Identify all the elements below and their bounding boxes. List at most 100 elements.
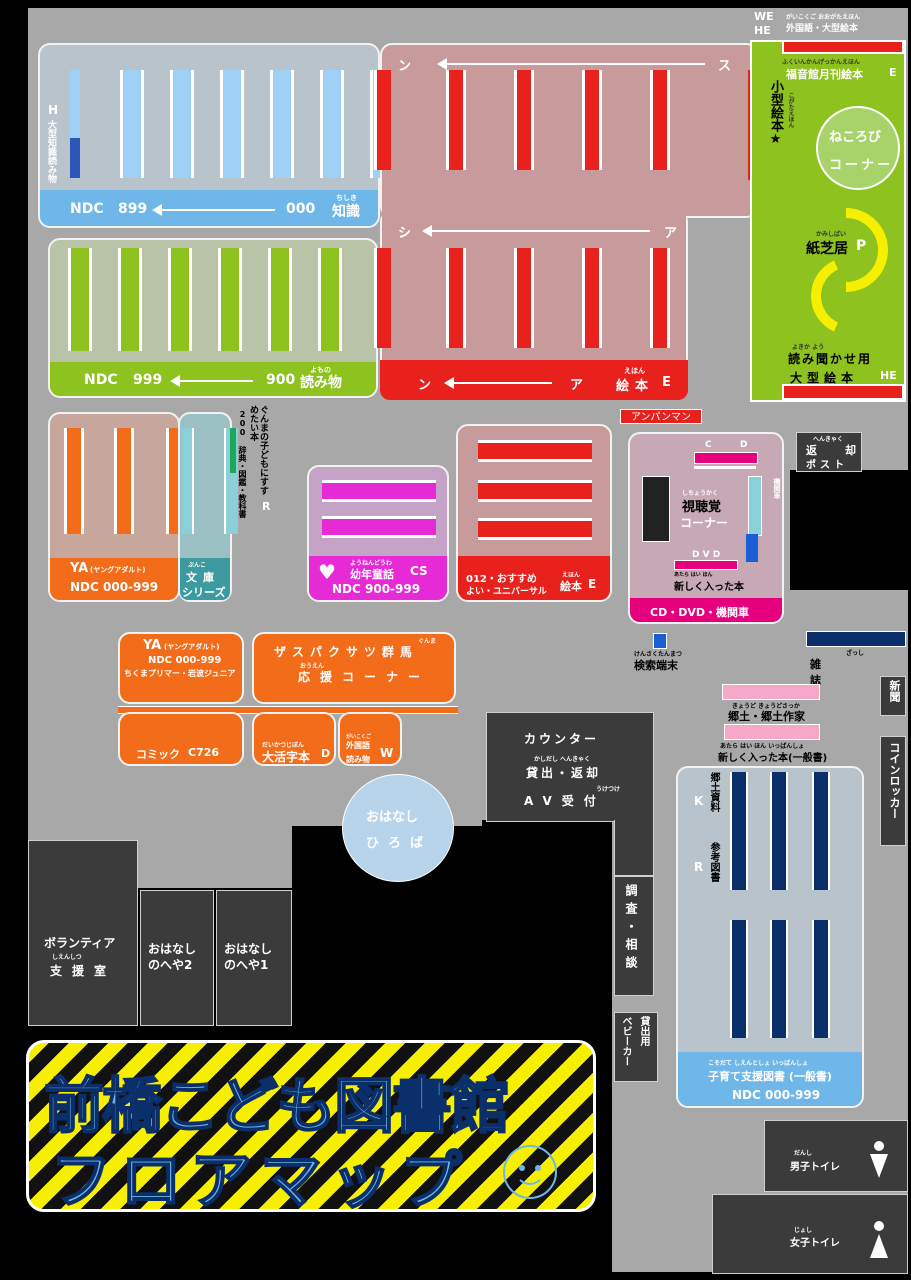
parenting-label: 子育て支援図書 (一般書) [708,1070,832,1083]
counter-line2: 貸出・返却 [526,766,602,780]
reading-bar [50,362,376,396]
female-toilet-ruby: じょし [794,1227,813,1234]
zasupa-line1: ザスパクサツ群馬 [274,645,418,659]
new-general-label: 新しく入った本(一般書) [718,753,828,764]
picture-zone-join [382,200,686,225]
knowledge-label: 知識 [332,204,360,220]
foreign-read-zone [338,712,402,766]
title-line1: 前橋こども図書館 [43,1071,511,1143]
green-column [750,40,906,402]
knowledge-shelf [120,70,144,178]
counter-line1: カウンター [524,732,600,746]
zasupa-ruby2: おうえん [300,663,325,670]
bunko-label2: シリーズ [182,586,226,599]
ya2-line: ちくまプリマー・岩波ジュニア [124,669,236,678]
return-post-ruby: へんきゃく [813,436,844,443]
zasupa-line2: 応援コーナー [298,670,431,684]
knowledge-bar [40,190,378,226]
counter-ruby3: うけつけ [596,786,621,793]
local-ruby: きょうど きょうどさっか [732,703,800,710]
picture-shelf [514,248,534,348]
reference-shelf [812,772,830,890]
av-side-label: 機関車 [773,478,781,499]
nekorobi-circle [816,106,900,190]
cs-shelf [322,480,436,502]
av-d: D [740,440,748,450]
ohanashi2-line2: のへや2 [148,958,193,972]
av-shelf-dvd [674,560,738,570]
counter-ruby2: かしだし へんきゃく [534,756,591,763]
e012-shelf [478,440,592,462]
foreign-read-code: W [380,746,394,760]
knowledge-shelf-h-dark [70,138,80,178]
ohanashi-hiroba-line2: ひろば [366,836,433,851]
fukuin-e: E [889,66,897,79]
comic-code: C726 [188,746,220,759]
reference-r: R [694,860,704,874]
large-print-ruby: だいかつじぼん [262,742,305,749]
female-toilet-label: 女子トイレ [790,1238,840,1249]
e012-ruby: えほん [562,572,581,579]
reference-shelf [812,920,830,1038]
large-print-label: 大活字本 [262,750,311,764]
comic-zone [118,712,244,766]
ya-ndc: NDC 000-999 [70,580,159,594]
picture-shelf [582,70,602,170]
black-cut-mid2 [482,820,612,890]
return-post-line2: 却 [845,444,856,457]
reading-shelf [68,248,92,351]
knowledge-shelf [320,70,344,178]
av-new: 新しく入った本 [674,582,744,593]
reading-shelf [268,248,292,351]
large-print-code: D [321,747,331,760]
reading-shelf [118,248,142,351]
counter[interactable] [486,712,654,822]
picture-zone-top [380,43,758,218]
picture-a1: ア [664,226,678,241]
ohanashi-room2 [140,890,214,1026]
read-aloud-label: 読み聞かせ用 [788,352,873,366]
ya-shelf [114,428,134,534]
ohanashi1-line2: のへや1 [224,958,269,972]
cs-bar [309,556,447,600]
reading-label: 読み物 [300,375,342,391]
volunteer-room [28,840,138,1026]
bunko-bar [180,558,230,600]
av-bar [630,598,782,622]
research-desk[interactable] [614,876,654,996]
kamishibai-ruby: かみしばい [816,231,847,238]
picture-ruby: えほん [624,367,645,375]
newspaper-label: 新聞 [888,680,901,702]
comic-label: コミック [136,748,180,761]
small-book-label: 小型絵本★ [768,80,783,147]
ya-sub: (ヤングアダルト) [90,566,146,574]
cs-ndc: NDC 900-999 [332,582,421,596]
ya2-ndc: NDC 000-999 [148,655,222,666]
search-terminal-icon[interactable] [653,633,667,649]
picture-shelf [650,248,670,348]
picture-shelf [582,248,602,348]
av-title2: コーナー [680,516,729,530]
reading-from: 999 [133,372,163,388]
ya2-zone [118,632,244,704]
e012-shelf [478,518,592,540]
coin-locker[interactable] [880,736,906,846]
ya-shelf [64,428,84,534]
kamishibai-p: P [856,238,867,254]
reference-shelf [770,772,788,890]
picture-shelf [650,70,670,170]
picture-shi: シ [398,226,412,241]
foreign-read-ruby: がいこくご [346,734,372,740]
corner-he: HE [754,24,771,37]
black-cut-right [790,470,911,590]
reference-shelf [730,772,748,890]
picture-label: 絵本 [616,379,655,394]
title-line2: フロアマップ [49,1143,471,1218]
research-label: 調査・相談 [624,884,638,974]
reading-ruby: よもの [310,366,331,374]
return-post[interactable] [796,432,862,472]
corner-we: WE [754,10,774,23]
e012-bar [458,556,610,600]
reading-shelf [218,248,242,351]
picture-s1: ス [718,59,732,74]
